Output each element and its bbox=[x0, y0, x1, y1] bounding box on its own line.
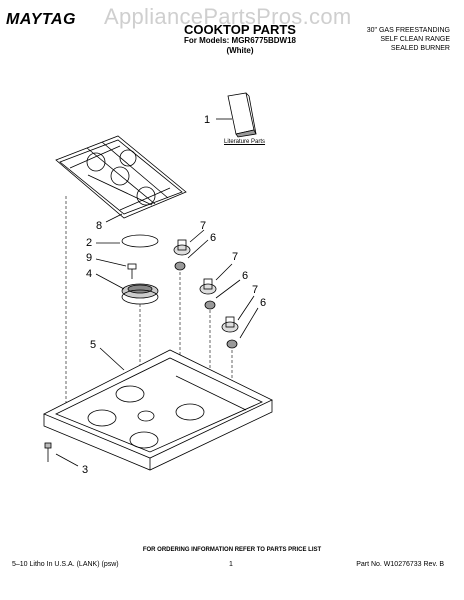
knob-3 bbox=[221, 316, 239, 333]
ordering-note: FOR ORDERING INFORMATION REFER TO PARTS … bbox=[142, 547, 322, 553]
callout-1: 1 bbox=[204, 114, 210, 126]
leader-8 bbox=[105, 213, 123, 223]
leader-7b bbox=[215, 263, 233, 281]
model-line: For Models: MGR6775BDW18 bbox=[183, 36, 297, 45]
leader-6b bbox=[215, 279, 241, 299]
part-number: Part No. W10276733 Rev. B bbox=[356, 561, 444, 568]
brand-logo: MAYTAG bbox=[6, 11, 76, 28]
burner-grate bbox=[55, 135, 187, 219]
leader-5 bbox=[99, 347, 125, 371]
knob-2 bbox=[199, 278, 217, 295]
leader-9 bbox=[95, 258, 127, 267]
callout-7a: 7 bbox=[200, 220, 206, 232]
leader-7a bbox=[189, 229, 205, 243]
callout-3: 3 bbox=[82, 464, 88, 476]
literature-parts-label: Literature Parts bbox=[224, 139, 266, 145]
screw-3 bbox=[44, 442, 52, 462]
assembly-lines bbox=[65, 196, 233, 420]
product-description: 30" GAS FREESTANDING SELF CLEAN RANGE SE… bbox=[367, 26, 450, 53]
print-info: 5–10 Litho In U.S.A. (LANK) (psw) bbox=[12, 561, 119, 568]
description-line-2: SELF CLEAN RANGE bbox=[380, 36, 450, 43]
callout-6b: 6 bbox=[242, 270, 248, 282]
bezel-3 bbox=[226, 339, 238, 349]
page-title: COOKTOP PARTS bbox=[184, 22, 296, 37]
cooktop bbox=[43, 349, 273, 471]
callout-numbers: 1 8 7 6 2 9 7 4 6 7 6 5 3 bbox=[82, 114, 266, 476]
callout-8: 8 bbox=[96, 220, 102, 232]
page-number: 1 bbox=[229, 561, 233, 568]
callout-7c: 7 bbox=[252, 284, 258, 296]
literature-booklet bbox=[227, 92, 257, 138]
callout-7b: 7 bbox=[232, 251, 238, 263]
callout-4: 4 bbox=[86, 268, 92, 280]
watermark: AppliancePartsPros.com bbox=[104, 4, 352, 29]
callout-6a: 6 bbox=[210, 232, 216, 244]
color-line: (White) bbox=[226, 46, 254, 55]
leader-4 bbox=[95, 273, 125, 290]
leader-6c bbox=[239, 307, 259, 339]
bezel-2 bbox=[204, 300, 216, 310]
callout-5: 5 bbox=[90, 339, 96, 351]
bezel-1 bbox=[174, 261, 186, 271]
knob-1 bbox=[173, 239, 191, 256]
callout-9: 9 bbox=[86, 252, 92, 264]
leader-7c bbox=[237, 295, 255, 321]
callout-6c: 6 bbox=[260, 297, 266, 309]
description-line-1: 30" GAS FREESTANDING bbox=[366, 27, 450, 34]
leader-3 bbox=[55, 453, 79, 467]
burner-base bbox=[121, 283, 159, 305]
description-line-3: SEALED BURNER bbox=[390, 45, 450, 52]
screw bbox=[127, 263, 137, 279]
burner-cap bbox=[121, 234, 159, 248]
leader-6a bbox=[187, 239, 209, 259]
callout-2: 2 bbox=[86, 237, 92, 249]
